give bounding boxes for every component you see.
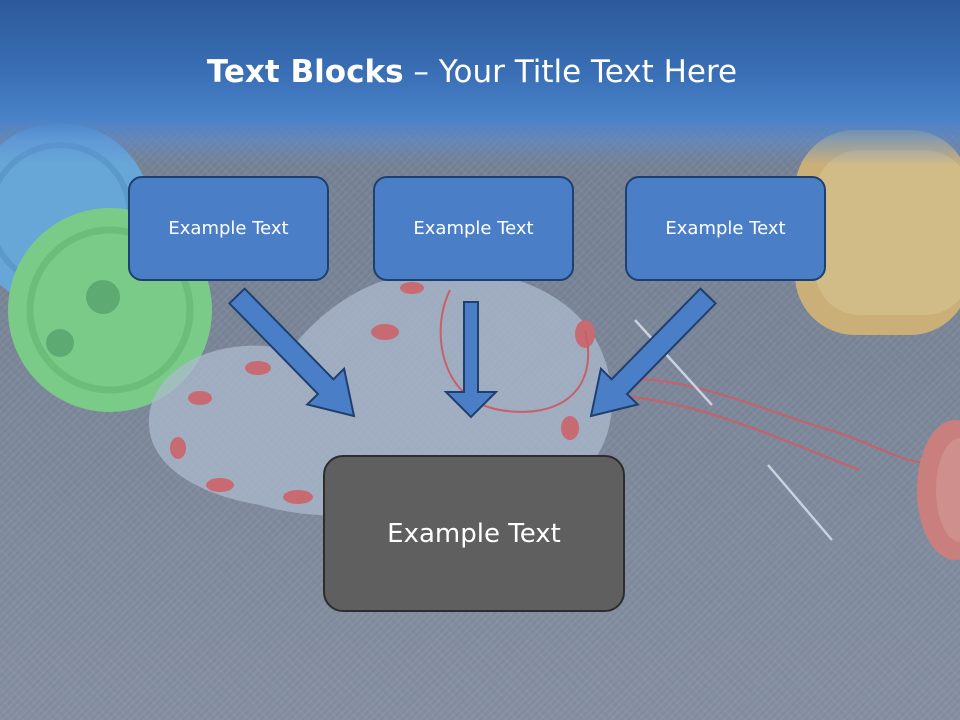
title-separator: – (403, 54, 439, 90)
text-block-1: Example Text (128, 176, 329, 281)
arrow-right (589, 287, 718, 418)
yellow-thread-spool-image (795, 130, 960, 335)
arrow-center (443, 301, 499, 419)
arrow-left (227, 287, 356, 418)
target-text-block: Example Text (323, 455, 625, 612)
fabric-patch-image (148, 270, 613, 516)
title-bold: Text Blocks (206, 54, 404, 90)
red-thread-spool-image (917, 420, 960, 560)
header-band (0, 0, 960, 165)
text-block-2: Example Text (373, 176, 574, 281)
red-thread-image (439, 289, 941, 471)
slide-title: Text Blocks – Your Title Text Here (0, 54, 944, 90)
text-block-3: Example Text (625, 176, 826, 281)
needle-image (634, 319, 833, 541)
title-rest: Your Title Text Here (438, 54, 738, 90)
